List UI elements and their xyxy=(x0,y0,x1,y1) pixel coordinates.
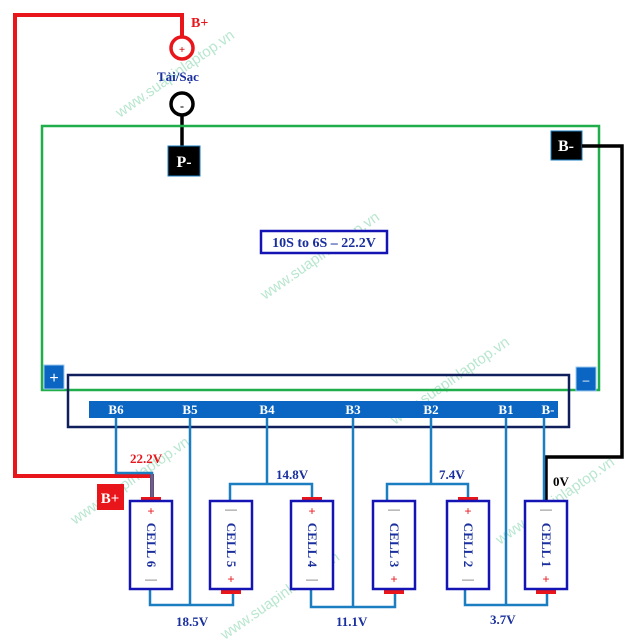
cell-minus-symbol: — xyxy=(306,572,318,586)
board-minus-pad[interactable] xyxy=(575,366,597,392)
balance-pins: B6 B5 B4 B3 B2 B1 B- xyxy=(108,402,554,417)
cell-minus-symbol: — xyxy=(225,502,237,516)
p-minus-label: P- xyxy=(176,154,191,171)
voltage-3-7: 3.7V xyxy=(490,612,516,627)
voltage-7-4: 7.4V xyxy=(439,467,465,482)
balance-wires xyxy=(114,418,549,609)
cell-label: CELL 2 xyxy=(461,523,476,567)
balance-pin-bar xyxy=(89,401,558,418)
load-positive-symbol: + xyxy=(179,44,185,56)
cell-plus-symbol: + xyxy=(542,572,549,586)
cell-5: + — CELL 5 xyxy=(208,499,254,594)
series-link-6-5 xyxy=(148,590,235,607)
voltage-11-1: 11.1V xyxy=(336,614,368,629)
cell-plus-symbol: + xyxy=(390,572,397,586)
series-link-3-2 xyxy=(385,482,470,500)
voltage-18-5: 18.5V xyxy=(176,614,209,629)
load-positive-label: B+ xyxy=(191,16,208,31)
cell-minus-symbol: — xyxy=(540,502,552,516)
cell-label: CELL 1 xyxy=(539,523,554,567)
balance-pin-b-minus: B- xyxy=(542,402,555,417)
board-plus-pad[interactable] xyxy=(43,364,65,390)
cell-body xyxy=(445,499,491,591)
cell-positive-cap xyxy=(458,497,478,502)
b-minus-label: B- xyxy=(558,138,574,155)
p-minus-pad[interactable] xyxy=(167,145,201,177)
load-positive-terminal[interactable] xyxy=(169,35,195,61)
title-box xyxy=(259,229,389,255)
series-link-2-1 xyxy=(463,590,549,607)
balance-connector-outline xyxy=(66,373,571,429)
series-link-5-4 xyxy=(228,482,314,500)
balance-wire-b6 xyxy=(114,418,154,498)
bms-board-outline xyxy=(40,124,601,392)
cell-6: + — CELL 6 xyxy=(128,497,174,591)
series-link-4-3 xyxy=(309,590,397,609)
cell-4: + — CELL 4 xyxy=(289,497,335,591)
balance-pin-b4: B4 xyxy=(259,402,275,417)
cell-1: + — CELL 1 xyxy=(523,499,569,594)
cell-label: CELL 3 xyxy=(387,523,402,568)
board-plus-symbol: + xyxy=(49,370,58,387)
cell-2: + — CELL 2 xyxy=(445,497,491,591)
cell-body xyxy=(208,499,254,591)
load-negative-symbol: - xyxy=(180,99,184,113)
cell-body xyxy=(371,499,417,591)
cell-plus-symbol: + xyxy=(308,504,315,518)
board-minus-symbol: – xyxy=(583,373,590,387)
cell-minus-symbol: — xyxy=(462,572,474,586)
cell-minus-symbol: — xyxy=(145,572,157,586)
voltage-0: 0V xyxy=(553,474,570,489)
cell-plus-symbol: + xyxy=(147,504,154,518)
cell-positive-cap xyxy=(221,589,241,594)
voltage-22-2: 22.2V xyxy=(130,451,163,466)
cell-label: CELL 6 xyxy=(144,523,159,568)
pack-positive-tag xyxy=(97,484,124,510)
voltage-14-8: 14.8V xyxy=(276,467,309,482)
cell-label: CELL 5 xyxy=(224,523,239,568)
balance-pin-b5: B5 xyxy=(182,402,198,417)
balance-pin-b3: B3 xyxy=(345,402,361,417)
cell-body xyxy=(289,499,335,591)
balance-pin-b2: B2 xyxy=(423,402,438,417)
cell-plus-symbol: + xyxy=(227,572,234,586)
cell-positive-cap xyxy=(302,497,322,502)
title-text: 10S to 6S – 22.2V xyxy=(272,236,376,251)
negative-main-wire xyxy=(544,144,624,500)
cell-body xyxy=(523,499,569,591)
cell-plus-symbol: + xyxy=(464,504,471,518)
watermark: www.suapinlaptop.vn xyxy=(257,209,383,304)
cells: + — CELL 6 + — CELL 5 + — CELL 4 + — CELL 3 + — CELL 2… xyxy=(128,497,569,594)
cell-body xyxy=(128,499,174,591)
cell-positive-cap xyxy=(536,589,556,594)
pack-positive-label: B+ xyxy=(101,491,120,507)
load-connector-label: Tải/Sạc xyxy=(157,69,199,84)
balance-pin-b6: B6 xyxy=(108,402,124,417)
cell-label: CELL 4 xyxy=(305,523,320,568)
cell-positive-cap xyxy=(141,497,161,502)
b-minus-pad[interactable] xyxy=(550,130,583,161)
balance-pin-b1: B1 xyxy=(498,402,513,417)
cell-minus-symbol: — xyxy=(388,502,400,516)
cell-positive-cap xyxy=(384,589,404,594)
cell-3: + — CELL 3 xyxy=(371,499,417,594)
